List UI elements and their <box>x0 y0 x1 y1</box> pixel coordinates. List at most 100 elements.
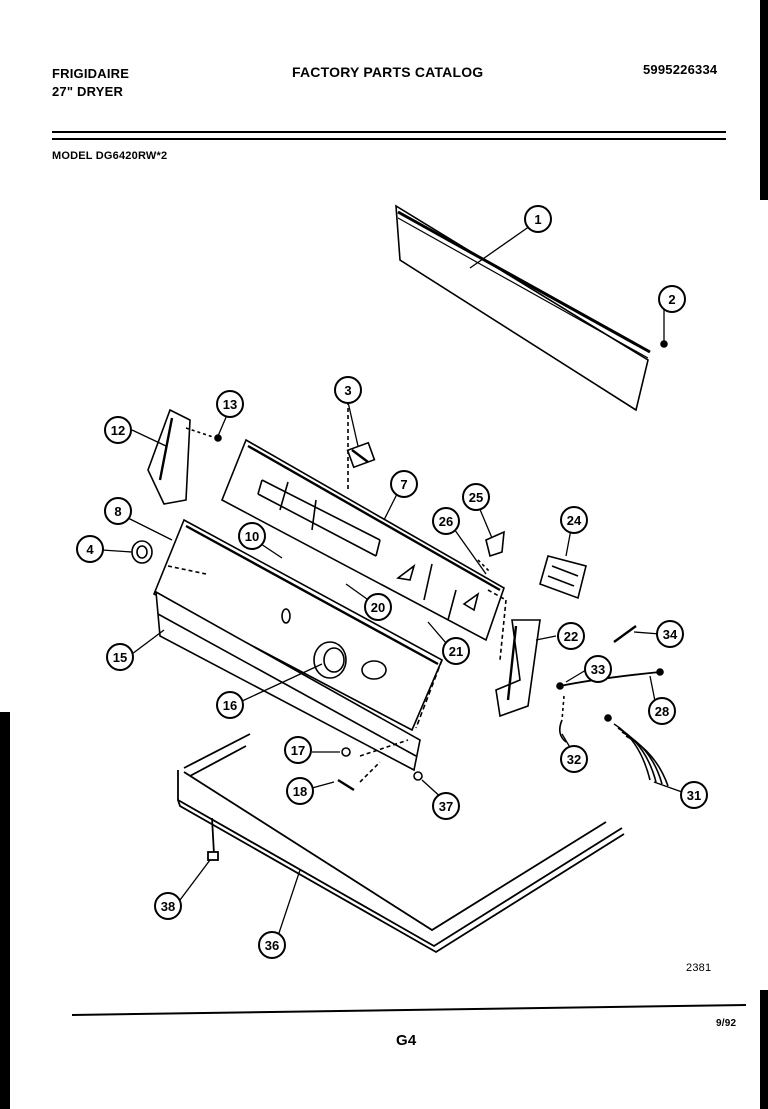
callout-circle <box>106 643 134 671</box>
callout-label: 22 <box>564 629 578 644</box>
callout-label: 3 <box>344 383 351 398</box>
callout-label: 2 <box>668 292 675 307</box>
callout-12: 12 <box>104 416 132 444</box>
part-knob <box>131 540 153 564</box>
callout-circle <box>154 892 182 920</box>
callout-3: 3 <box>334 376 362 404</box>
callout-circle <box>680 781 708 809</box>
callout-label: 32 <box>567 752 581 767</box>
callout-28: 28 <box>648 697 676 725</box>
part-selector-knob <box>313 641 347 679</box>
callout-circle <box>432 792 460 820</box>
callout-16: 16 <box>216 691 244 719</box>
callout-8: 8 <box>104 497 132 525</box>
brand-label: FRIGIDAIRE <box>52 66 130 81</box>
scan-edge-right <box>760 0 768 200</box>
part-trim-strip <box>155 590 421 772</box>
callout-2: 2 <box>658 285 686 313</box>
part-left-bracket <box>147 408 222 505</box>
part-timer-clip <box>477 530 505 573</box>
callout-label: 21 <box>449 644 463 659</box>
callout-13: 13 <box>216 390 244 418</box>
callout-20: 20 <box>364 593 392 621</box>
callout-10: 10 <box>238 522 266 550</box>
callout-circle <box>286 777 314 805</box>
catalog-number: 5995226334 <box>643 62 718 77</box>
callout-label: 7 <box>400 477 407 492</box>
part-control-base <box>152 518 507 732</box>
callout-label: 38 <box>161 899 175 914</box>
callout-circle <box>238 522 266 550</box>
callout-33: 33 <box>584 655 612 683</box>
scan-edge-left <box>0 712 10 1109</box>
callout-37: 37 <box>432 792 460 820</box>
diagram-id: 2381 <box>686 962 712 974</box>
callout-32: 32 <box>560 745 588 773</box>
callout-24: 24 <box>560 506 588 534</box>
callout-circle <box>658 285 686 313</box>
model-label: MODEL DG6420RW*2 <box>52 150 168 162</box>
callout-18: 18 <box>286 777 314 805</box>
part-timer <box>539 555 587 600</box>
callout-4: 4 <box>76 535 104 563</box>
callout-15: 15 <box>106 643 134 671</box>
callout-7: 7 <box>390 470 418 498</box>
part-top-panel <box>177 733 625 954</box>
callout-label: 33 <box>591 662 605 677</box>
callout-label: 37 <box>439 799 453 814</box>
callout-label: 25 <box>469 490 483 505</box>
part-wire-harness <box>604 714 669 787</box>
callout-label: 24 <box>567 513 582 528</box>
callout-label: 18 <box>293 784 307 799</box>
callout-circle <box>216 691 244 719</box>
callout-34: 34 <box>656 620 684 648</box>
callout-31: 31 <box>680 781 708 809</box>
callout-label: 15 <box>113 650 127 665</box>
callout-circle <box>462 483 490 511</box>
callout-25: 25 <box>462 483 490 511</box>
callout-36: 36 <box>258 931 286 959</box>
callout-label: 4 <box>86 542 94 557</box>
callout-circle <box>216 390 244 418</box>
scan-edge-right-lower <box>760 990 768 1109</box>
callout-1: 1 <box>524 205 552 233</box>
callout-label: 28 <box>655 704 669 719</box>
callout-circle <box>258 931 286 959</box>
date-code: 9/92 <box>716 1018 737 1029</box>
part-right-bracket <box>495 619 541 718</box>
callout-circle <box>648 697 676 725</box>
callout-circle <box>560 506 588 534</box>
callout-circle <box>524 205 552 233</box>
callout-layer: 1234781012131516171820212224252628313233… <box>76 205 708 959</box>
callout-circle <box>284 736 312 764</box>
part-control-panel <box>220 380 505 642</box>
callout-label: 12 <box>111 423 125 438</box>
part-switch <box>346 441 376 469</box>
callout-circle <box>432 507 460 535</box>
callout-label: 8 <box>114 504 121 519</box>
callout-circle <box>104 416 132 444</box>
callout-21: 21 <box>442 637 470 665</box>
callout-label: 36 <box>265 938 279 953</box>
callout-38: 38 <box>154 892 182 920</box>
callout-circle <box>560 745 588 773</box>
callout-circle <box>334 376 362 404</box>
catalog-title: FACTORY PARTS CATALOG <box>292 64 484 80</box>
footer-rule <box>71 1004 747 1016</box>
callout-circle <box>76 535 104 563</box>
callout-label: 26 <box>439 514 453 529</box>
callout-label: 1 <box>534 212 541 227</box>
callout-circle <box>557 622 585 650</box>
callout-circle <box>656 620 684 648</box>
callout-circle <box>104 497 132 525</box>
callout-circle <box>584 655 612 683</box>
callout-label: 17 <box>291 743 305 758</box>
callout-circle <box>364 593 392 621</box>
callout-label: 13 <box>223 397 237 412</box>
callout-label: 34 <box>663 627 678 642</box>
callout-26: 26 <box>432 507 460 535</box>
callout-label: 31 <box>687 788 701 803</box>
callout-circle <box>442 637 470 665</box>
